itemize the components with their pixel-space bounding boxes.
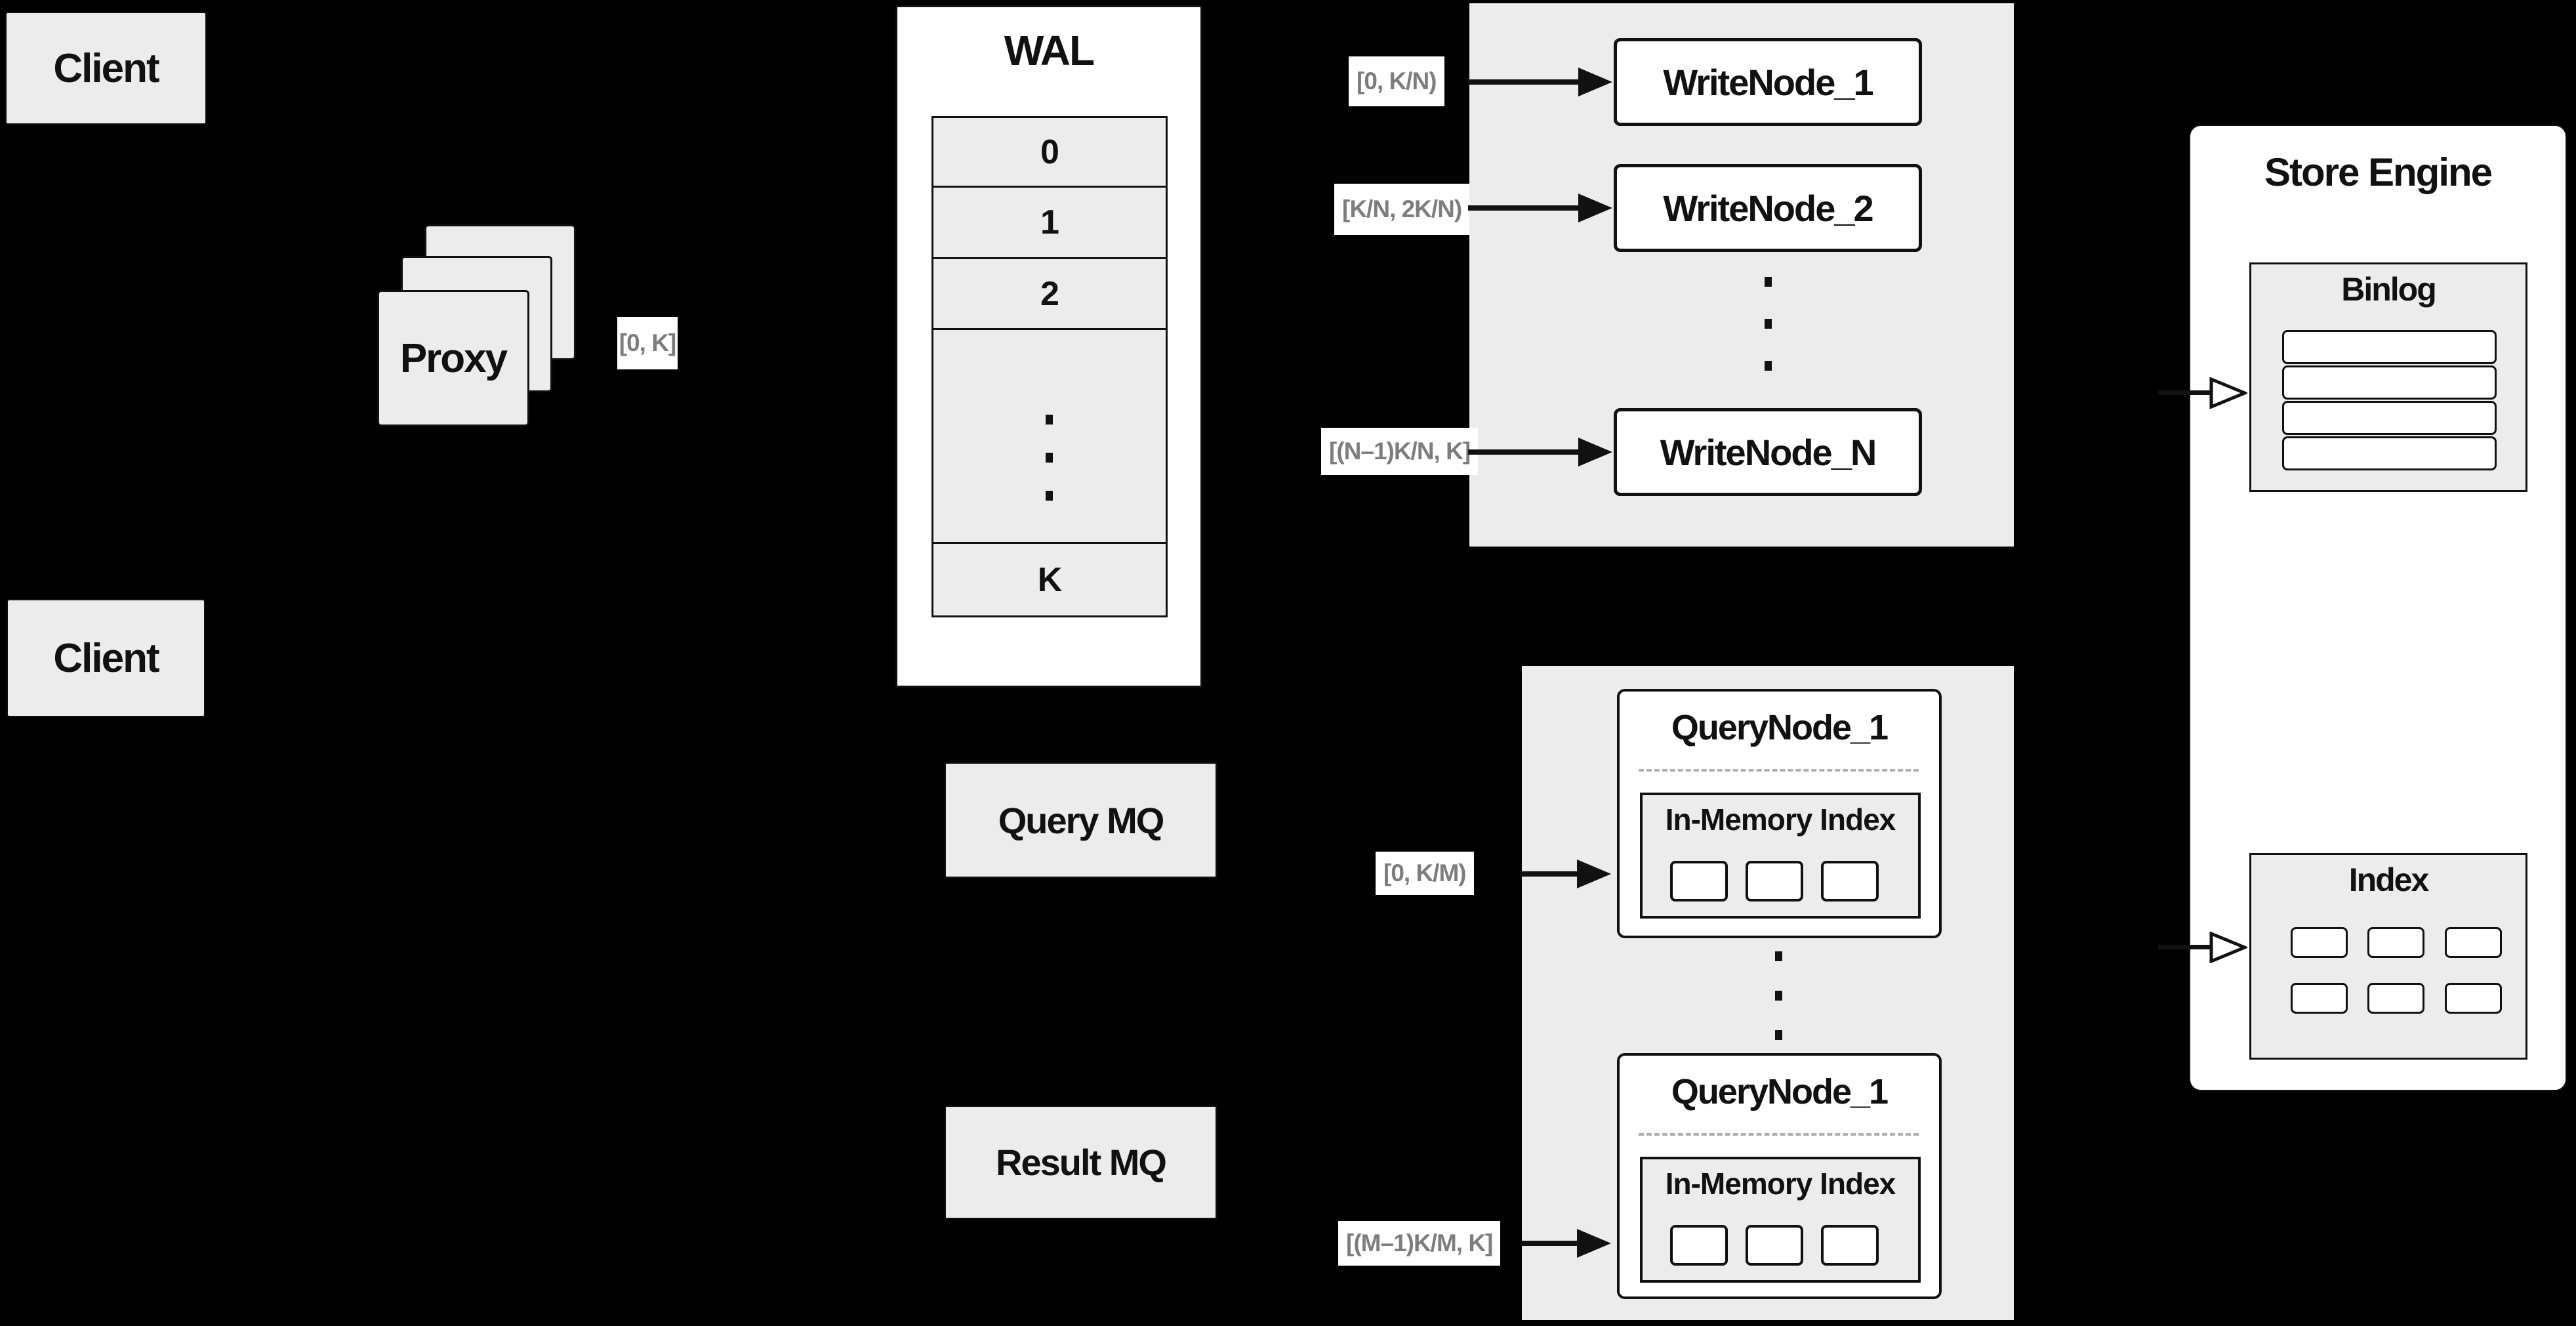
arrow-line-querynode-m <box>1521 1241 1581 1246</box>
writenode-ellipsis-dot <box>1765 319 1772 329</box>
wal-cell-1: 1 <box>931 186 1168 259</box>
binlog-row <box>2282 330 2497 364</box>
index-segment <box>1670 1225 1728 1266</box>
index-chunk <box>2291 927 2348 958</box>
wal-cell-2: 2 <box>931 257 1168 330</box>
proxy-box-front: Proxy <box>377 290 529 426</box>
index-segment <box>1670 861 1728 901</box>
client-bottom-label: Client <box>53 635 159 681</box>
result-mq-label: Result MQ <box>996 1142 1167 1183</box>
index-segment <box>1821 861 1879 901</box>
range-chip-querynode-1: [0, K/M) <box>1376 852 1474 895</box>
binlog-row <box>2282 365 2497 400</box>
arrow-head-writenode-1 <box>1578 68 1612 96</box>
index-title: Index <box>2348 861 2430 898</box>
wal-cell-0: 0 <box>931 116 1168 188</box>
index-segment <box>1821 1225 1879 1266</box>
binlog-title: Binlog <box>2341 271 2437 308</box>
wal-cell-ellipsis <box>931 328 1168 544</box>
range-chip-querynode-m: [(M–1)K/M, K] <box>1338 1221 1501 1266</box>
arrow-line-binlog <box>2158 390 2213 395</box>
writenode-1-label: WriteNode_1 <box>1663 61 1873 103</box>
arrow-line-querynode-1 <box>1521 871 1581 877</box>
wal-cell-k-label: K <box>1037 560 1063 599</box>
querynode-1-title: QueryNode_1 <box>1671 708 1889 747</box>
proxy-label: Proxy <box>399 335 508 381</box>
querynode-2-memory-index-label: In-Memory Index <box>1665 1167 1896 1201</box>
arrow-head-querynode-m <box>1577 1229 1611 1258</box>
writenode-ellipsis-dot <box>1765 277 1772 287</box>
wal-cell-k: K <box>931 542 1168 617</box>
querynode-1-divider <box>1639 769 1919 772</box>
wal-cell-2-label: 2 <box>1040 274 1059 313</box>
querynode-ellipsis-dot <box>1775 1030 1782 1040</box>
arrow-head-writenode-n <box>1578 438 1612 466</box>
store-engine-title: Store Engine <box>2264 150 2493 194</box>
arrow-line-writenode-n <box>1468 449 1582 455</box>
query-mq-box: Query MQ <box>945 762 1217 878</box>
index-chunk <box>2367 927 2424 958</box>
wal-ellipsis-dot <box>1046 415 1053 425</box>
arrow-line-index <box>2158 945 2213 949</box>
range-chip-writenode-n: [(N–1)K/N, K] <box>1321 428 1479 475</box>
wal-ellipsis-dot <box>1046 491 1053 501</box>
client-bottom-box: Client <box>7 599 205 717</box>
querynode-2-divider <box>1639 1133 1919 1136</box>
index-chunk <box>2445 927 2502 958</box>
range-chip-writenode-1: [0, K/N) <box>1349 56 1444 106</box>
client-top-label: Client <box>53 45 159 91</box>
index-segment <box>1746 1225 1803 1266</box>
index-segment <box>1746 861 1803 901</box>
querynode-2-title: QueryNode_1 <box>1671 1072 1889 1111</box>
querynode-ellipsis-dot <box>1775 951 1782 961</box>
client-top-box: Client <box>5 12 207 125</box>
wal-cell-0-label: 0 <box>1040 133 1059 171</box>
writenode-n-label: WriteNode_N <box>1660 431 1877 473</box>
writenode-2-box: WriteNode_2 <box>1614 164 1922 252</box>
binlog-row <box>2282 401 2497 435</box>
writenode-2-label: WriteNode_2 <box>1663 187 1873 229</box>
hollow-arrow-head-binlog <box>2209 377 2247 409</box>
result-mq-box: Result MQ <box>945 1106 1217 1219</box>
index-chunk <box>2291 983 2348 1014</box>
index-chunk <box>2367 983 2424 1014</box>
wal-ellipsis-dot <box>1046 453 1053 463</box>
range-chip-proxy: [0, K] <box>617 317 678 369</box>
arrow-line-writenode-2 <box>1468 205 1582 211</box>
writenode-n-box: WriteNode_N <box>1614 408 1922 496</box>
query-mq-label: Query MQ <box>998 799 1165 841</box>
writenode-1-box: WriteNode_1 <box>1614 38 1922 126</box>
querynode-ellipsis-dot <box>1775 991 1782 1001</box>
arrow-head-querynode-1 <box>1577 860 1611 888</box>
binlog-row <box>2282 436 2497 470</box>
writenode-ellipsis-dot <box>1765 361 1772 371</box>
wal-title: WAL <box>1004 27 1095 74</box>
hollow-arrow-head-index <box>2209 932 2247 963</box>
range-chip-writenode-2: [K/N, 2K/N) <box>1334 184 1470 235</box>
arrow-head-writenode-2 <box>1578 194 1612 222</box>
index-chunk <box>2445 983 2502 1014</box>
querynode-1-memory-index-label: In-Memory Index <box>1665 802 1896 837</box>
arrow-line-writenode-1 <box>1468 79 1582 85</box>
wal-cell-1-label: 1 <box>1040 203 1059 241</box>
